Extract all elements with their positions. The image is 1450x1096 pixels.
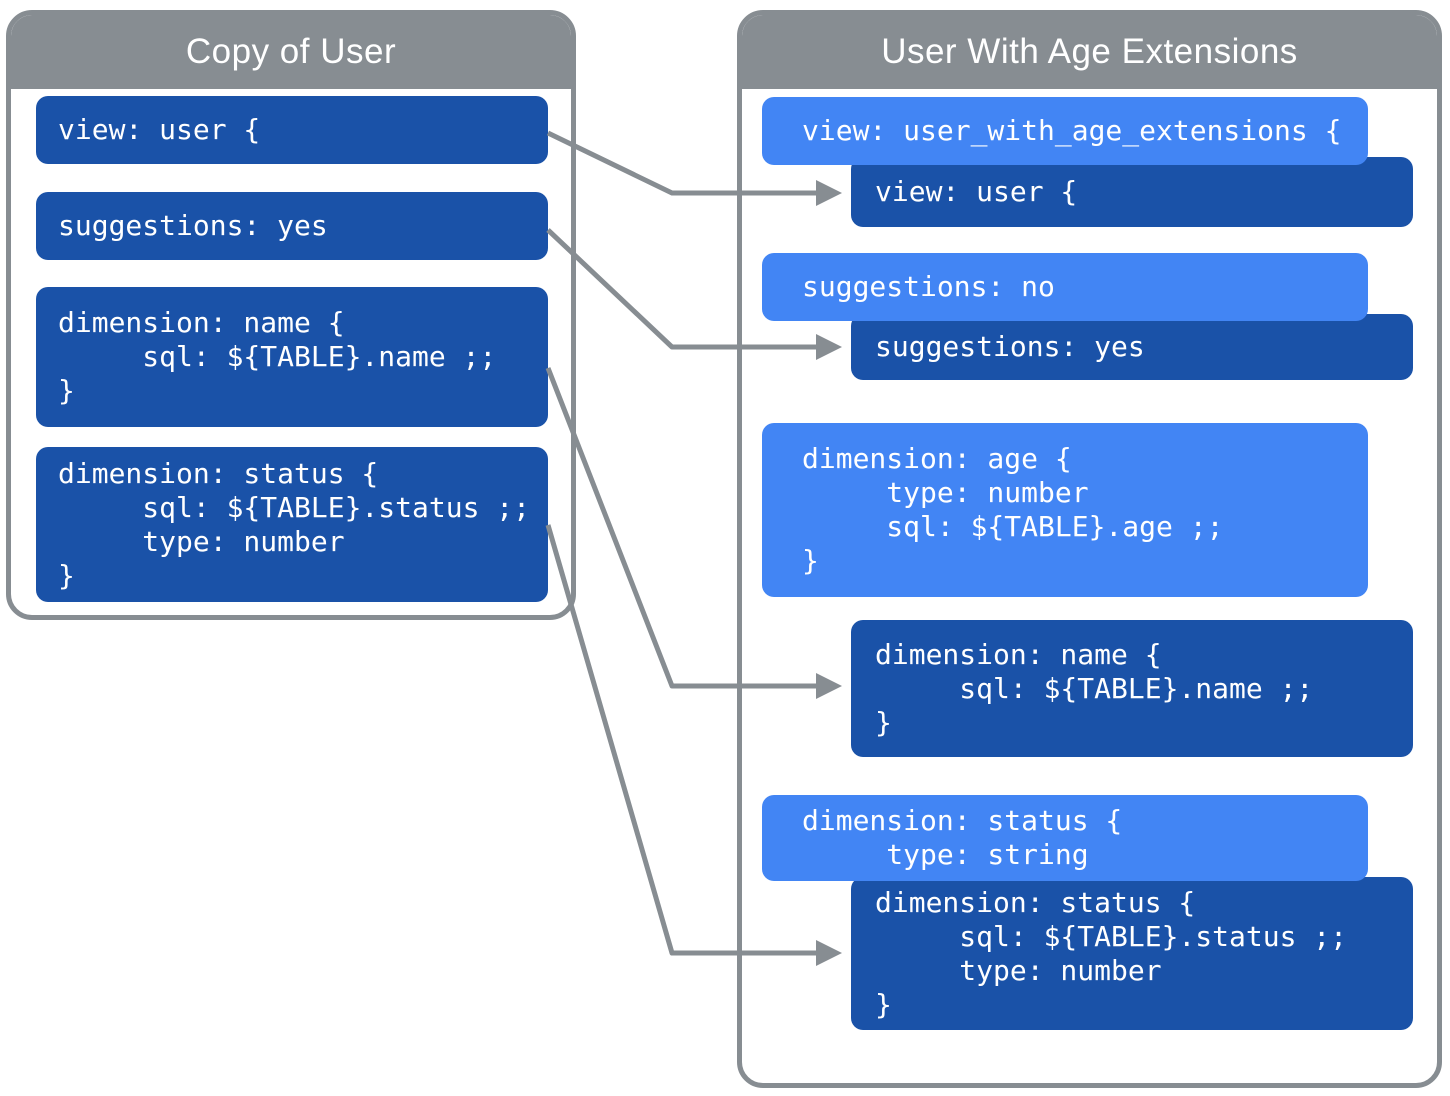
code-block-inherited-suggestions-yes: suggestions: yes xyxy=(851,314,1413,380)
code-block-suggestions-yes: suggestions: yes xyxy=(36,192,548,260)
code-block-dimension-age: dimension: age { type: number sql: ${TAB… xyxy=(762,423,1368,597)
code-block-inherited-view-user: view: user { xyxy=(851,157,1413,227)
code-block-dimension-name: dimension: name { sql: ${TABLE}.name ;; … xyxy=(36,287,548,427)
code-block-view-user-with-age-extensions: view: user_with_age_extensions { xyxy=(762,97,1368,165)
panel-title: Copy of User xyxy=(185,32,397,71)
code-block-dimension-status: dimension: status { sql: ${TABLE}.status… xyxy=(36,447,548,602)
user-with-age-extensions-header: User With Age Extensions xyxy=(742,15,1437,89)
code-block-view-user: view: user { xyxy=(36,96,548,164)
panel-title: User With Age Extensions xyxy=(881,32,1298,71)
code-block-suggestions-no: suggestions: no xyxy=(762,253,1368,321)
code-block-inherited-dimension-name: dimension: name { sql: ${TABLE}.name ;; … xyxy=(851,620,1413,757)
code-block-inherited-dimension-status: dimension: status { sql: ${TABLE}.status… xyxy=(851,877,1413,1030)
copy-of-user-header: Copy of User xyxy=(11,15,571,89)
code-block-dimension-status-override: dimension: status { type: string xyxy=(762,795,1368,881)
